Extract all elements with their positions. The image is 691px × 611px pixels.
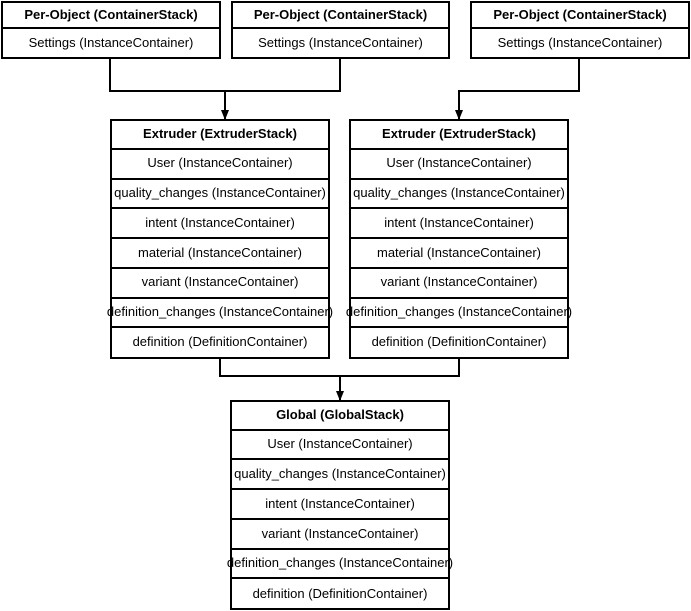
extruder-2-row-quality-changes[interactable]: quality_changes (InstanceContainer) <box>351 179 567 210</box>
node-global[interactable]: Global (GlobalStack) User (InstanceConta… <box>227 400 453 610</box>
per-object-1-row-settings[interactable]: Settings (InstanceContainer) <box>3 29 219 57</box>
per-object-1-header: Per-Object (ContainerStack) <box>3 3 219 30</box>
global-row-user[interactable]: User (InstanceContainer) <box>232 430 448 461</box>
edge-extruder-2-to-global <box>340 359 460 377</box>
extruder-2-row-definition-changes[interactable]: definition_changes (InstanceContainer) <box>346 298 572 329</box>
extruder-1-row-definition-changes[interactable]: definition_changes (InstanceContainer) <box>107 298 333 329</box>
edge-per-object-2-to-extruder-1 <box>225 59 341 92</box>
per-object-3-header: Per-Object (ContainerStack) <box>472 3 688 30</box>
extruder-1-row-variant[interactable]: variant (InstanceContainer) <box>112 268 328 299</box>
global-row-definition-changes[interactable]: definition_changes (InstanceContainer) <box>227 549 453 580</box>
global-row-definition[interactable]: definition (DefinitionContainer) <box>232 579 448 609</box>
edge-per-object-1-to-extruder-1 <box>109 59 225 92</box>
extruder-1-row-intent[interactable]: intent (InstanceContainer) <box>112 209 328 240</box>
extruder-2-row-definition[interactable]: definition (DefinitionContainer) <box>351 328 567 357</box>
edge-extruder-1-to-global <box>219 359 340 377</box>
extruder-1-row-material[interactable]: material (InstanceContainer) <box>112 239 328 269</box>
edge-per-object-3-to-extruder-2 <box>455 59 580 120</box>
extruder-1-header: Extruder (ExtruderStack) <box>112 121 328 150</box>
global-header: Global (GlobalStack) <box>232 402 448 431</box>
per-object-2-row-settings[interactable]: Settings (InstanceContainer) <box>233 29 448 57</box>
global-row-quality-changes[interactable]: quality_changes (InstanceContainer) <box>232 460 448 491</box>
node-per-object-1[interactable]: Per-Object (ContainerStack) Settings (In… <box>1 1 221 59</box>
extruder-2-row-user[interactable]: User (InstanceContainer) <box>351 149 567 180</box>
extruder-1-row-definition[interactable]: definition (DefinitionContainer) <box>112 328 328 357</box>
per-object-2-header: Per-Object (ContainerStack) <box>233 3 448 30</box>
per-object-3-row-settings[interactable]: Settings (InstanceContainer) <box>472 29 688 57</box>
extruder-2-header: Extruder (ExtruderStack) <box>351 121 567 150</box>
node-extruder-1[interactable]: Extruder (ExtruderStack) User (InstanceC… <box>107 119 333 359</box>
global-row-variant[interactable]: variant (InstanceContainer) <box>232 519 448 550</box>
extruder-1-row-user[interactable]: User (InstanceContainer) <box>112 149 328 180</box>
global-row-intent[interactable]: intent (InstanceContainer) <box>232 490 448 520</box>
extruder-2-row-intent[interactable]: intent (InstanceContainer) <box>351 209 567 240</box>
node-per-object-2[interactable]: Per-Object (ContainerStack) Settings (In… <box>231 1 450 59</box>
node-per-object-3[interactable]: Per-Object (ContainerStack) Settings (In… <box>470 1 690 59</box>
extruder-2-row-material[interactable]: material (InstanceContainer) <box>351 239 567 269</box>
extruder-1-row-quality-changes[interactable]: quality_changes (InstanceContainer) <box>112 179 328 210</box>
node-extruder-2[interactable]: Extruder (ExtruderStack) User (InstanceC… <box>346 119 572 359</box>
extruder-2-row-variant[interactable]: variant (InstanceContainer) <box>351 268 567 299</box>
